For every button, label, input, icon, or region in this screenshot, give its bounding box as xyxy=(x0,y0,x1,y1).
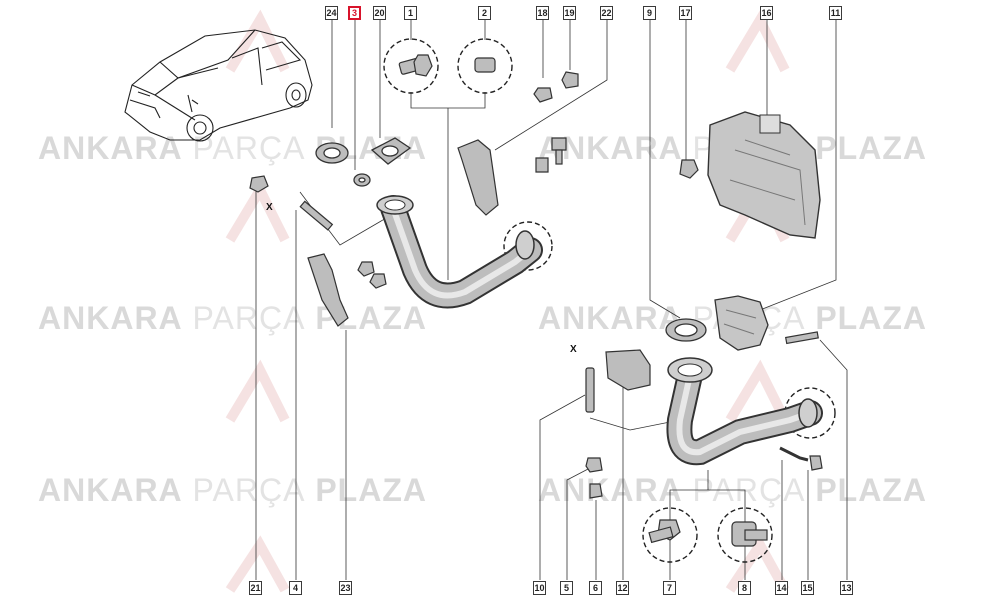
callout-16[interactable]: 16 xyxy=(760,6,773,20)
callout-7[interactable]: 7 xyxy=(663,581,676,595)
callout-17[interactable]: 17 xyxy=(679,6,692,20)
watermark: ANKARA PARÇA PLAZA xyxy=(538,300,927,336)
callout-21[interactable]: 21 xyxy=(249,581,262,595)
callout-3-highlighted[interactable]: 3 xyxy=(348,6,361,20)
heat-shield-11 xyxy=(714,295,769,351)
callout-4[interactable]: 4 xyxy=(289,581,302,595)
callout-1[interactable]: 1 xyxy=(404,6,417,20)
callout-24[interactable]: 24 xyxy=(325,6,338,20)
watermark: ANKARA PARÇA PLAZA xyxy=(38,472,427,508)
bracket-12 xyxy=(605,349,651,391)
car-illustration xyxy=(124,29,313,142)
leader-lines xyxy=(255,20,848,580)
callout-2[interactable]: 2 xyxy=(478,6,491,20)
bracket-22 xyxy=(457,139,499,216)
bracket-23 xyxy=(307,253,349,327)
callout-12[interactable]: 12 xyxy=(616,581,629,595)
callout-19[interactable]: 19 xyxy=(563,6,576,20)
callout-22[interactable]: 22 xyxy=(600,6,613,20)
callout-18[interactable]: 18 xyxy=(536,6,549,20)
callout-6[interactable]: 6 xyxy=(589,581,602,595)
callout-9[interactable]: 9 xyxy=(643,6,656,20)
lower-exhaust-pipe xyxy=(666,357,823,466)
x-reference-marker: X xyxy=(570,344,577,355)
callout-10[interactable]: 10 xyxy=(533,581,546,595)
watermark: ANKARA PARÇA PLAZA xyxy=(538,472,927,508)
fasteners-upper xyxy=(249,54,699,289)
callout-13[interactable]: 13 xyxy=(840,581,853,595)
logo-watermarks xyxy=(225,9,790,593)
fasteners-lower xyxy=(585,331,823,547)
heat-shield-16 xyxy=(707,111,821,239)
callout-23[interactable]: 23 xyxy=(339,581,352,595)
upper-exhaust-pipe xyxy=(376,195,543,309)
x-reference-marker: X xyxy=(266,202,273,213)
callout-20[interactable]: 20 xyxy=(373,6,386,20)
callout-8[interactable]: 8 xyxy=(738,581,751,595)
gasket-9 xyxy=(665,318,707,342)
gaskets xyxy=(315,137,412,187)
callout-11[interactable]: 11 xyxy=(829,6,842,20)
callout-5[interactable]: 5 xyxy=(560,581,573,595)
detail-circles xyxy=(383,38,836,563)
callout-15[interactable]: 15 xyxy=(801,581,814,595)
callout-14[interactable]: 14 xyxy=(775,581,788,595)
